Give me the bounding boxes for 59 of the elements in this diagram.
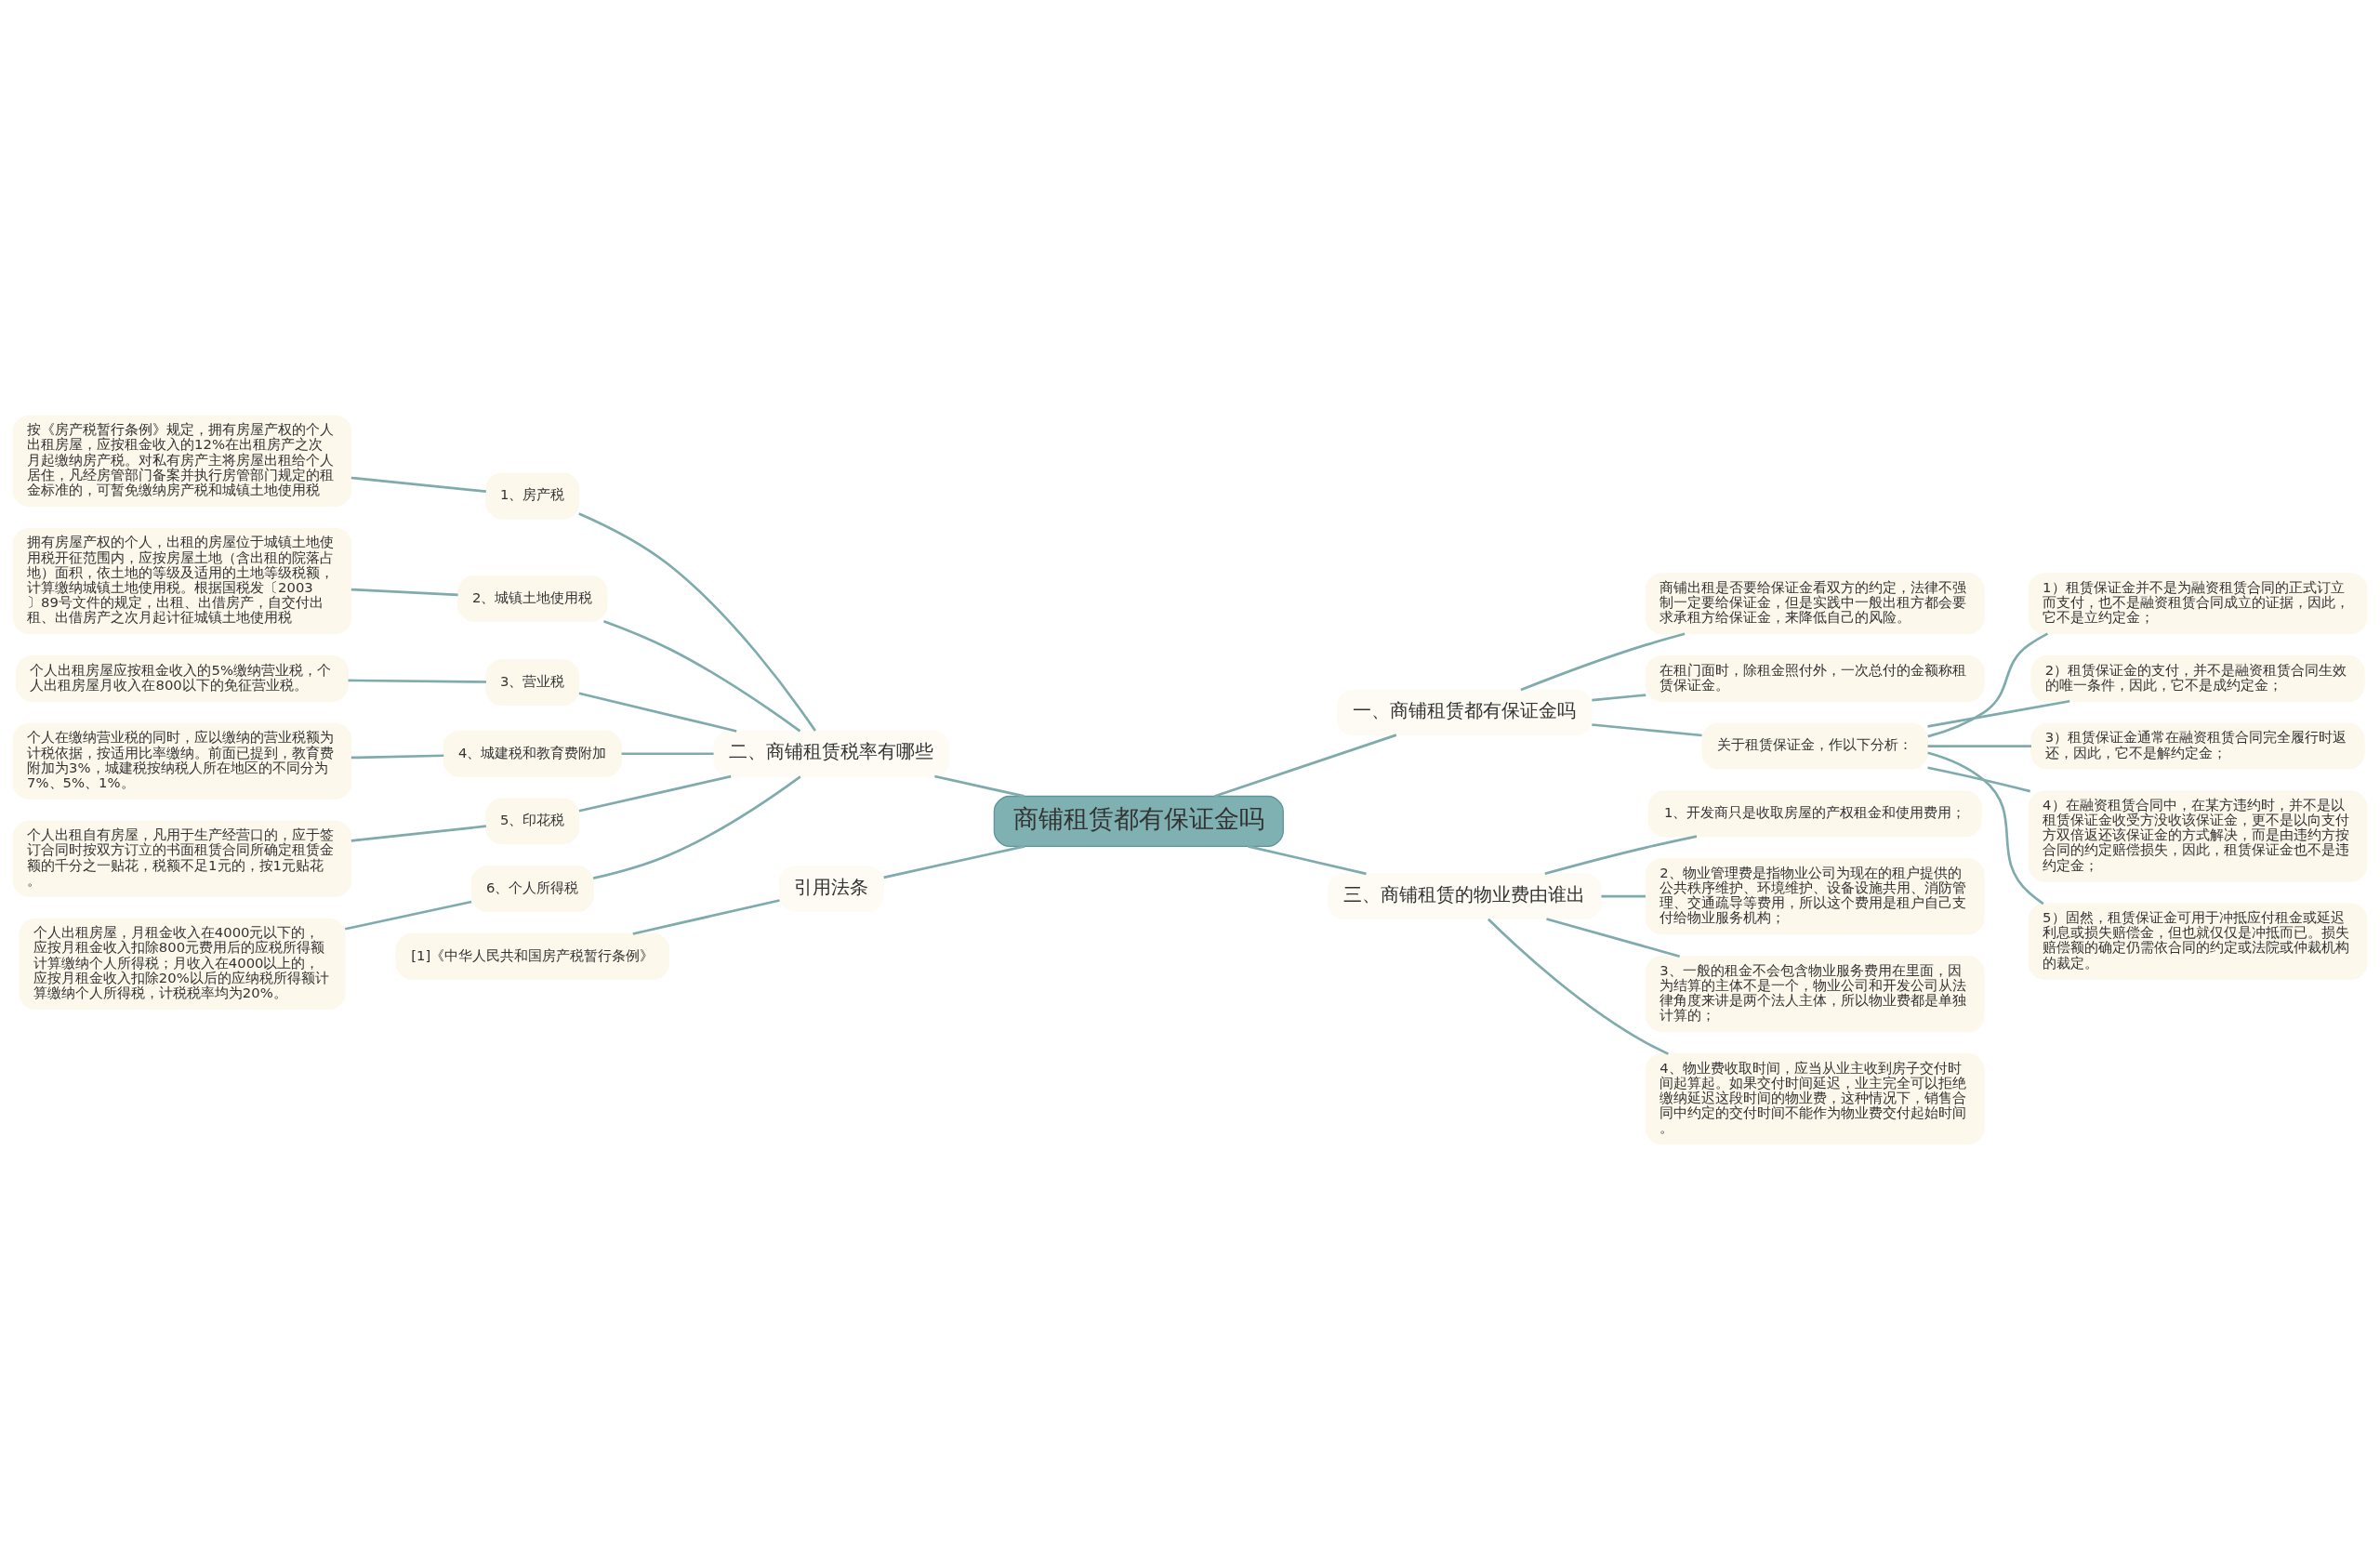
node-box: 个人出租自有房屋，凡用于生产经营口的，应于签订合同时按双方订立的书面租赁合同所确定租赁金额的千分之一贴花，税额不足1元的，按1元贴花。 — [12, 820, 352, 897]
connector — [934, 774, 1025, 798]
connector — [1544, 835, 1698, 876]
node-box: 5）固然，租赁保证金可用于冲抵应付租金或延迟利息或损失赔偿金，但也就仅仅是冲抵而已。损失赔偿额的确定仍需依合同的约定或法院或仲裁机构的裁定。 — [2028, 903, 2368, 980]
connector — [350, 825, 486, 842]
node-box: 5、印花税 — [485, 798, 580, 845]
connector — [602, 619, 801, 733]
connector — [592, 775, 801, 879]
connector — [1488, 918, 1669, 1055]
connector — [1927, 766, 2031, 793]
connector — [1592, 694, 1646, 702]
node-box: 3、一般的租金不会包含物业服务费用在里面，因为结算的主体不是一个，物业公司和开发公司从法律角度来讲是两个法人主体，所以物业费都是单独计算的； — [1645, 956, 1985, 1033]
node-box: 个人在缴纳营业税的同时，应以缴纳的营业税额为计税依据，按适用比率缴纳。前面已提到，教育费附加为3%，城建税按纳税人所在地区的不同分为7%、5%、1%。 — [12, 722, 352, 800]
node-box: 3）租赁保证金通常在融资租赁合同完全履行时返还，因此，它不是解约定金； — [2030, 722, 2365, 770]
connector — [350, 588, 458, 597]
connector — [578, 692, 737, 733]
node-box: 个人出租房屋应按租金收入的5%缴纳营业税，个人出租房屋月收入在800以下的免征营业税。 — [16, 655, 349, 702]
connector — [348, 679, 486, 683]
connector — [1927, 751, 2044, 906]
node-box: 1、房产税 — [485, 472, 580, 520]
node-box: 2）租赁保证金的支付，并不是融资租赁合同生效的唯一条件，因此，它不是成约定金； — [2030, 655, 2365, 702]
node-box: [1]《中华人民共和国房产税暂行条例》 — [395, 932, 670, 980]
connector — [578, 512, 816, 732]
node-box: 商铺出租是否要给保证金看双方的约定，法律不强制一定要给保证金，但是实践中一般出租方都会要求承租方给保证金，来降低自己的风险。 — [1645, 573, 1985, 635]
connector — [350, 754, 444, 760]
node-box: 三、商铺租赁的物业费由谁出 — [1328, 873, 1602, 920]
connector — [1927, 632, 2049, 738]
connector — [344, 900, 472, 931]
connector — [1248, 845, 1367, 876]
node-box: 2、物业管理费是指物业公司为现在的租户提供的公共秩序维护、环境维护、设备设施共用、消防管理、交通疏导等费用，所以这个费用是租户自己支付给物业服务机构； — [1645, 858, 1985, 935]
node-box: 商铺租赁都有保证金吗 — [993, 795, 1284, 847]
connector — [1592, 723, 1702, 737]
connector — [632, 899, 780, 935]
node-box: 4、物业费收取时间，应当从业主收到房子交付时间起算起。如果交付时间延迟，业主完全可以拒绝缴纳延迟这段时间的物业费，这种情况下，销售合同中约定的交付时间不能作为物业费交付起始时间。 — [1645, 1053, 1985, 1145]
connector — [621, 752, 714, 756]
connector — [1546, 918, 1681, 958]
node-box: 3、营业税 — [485, 659, 580, 706]
connector — [350, 476, 486, 493]
node-box: 4）在融资租赁合同中，在某方违约时，并不是以租赁保证金收受方没收该保证金，更不是以向支付方双倍返还该保证金的方式解决，而是由违约方按合同的约定赔偿损失，因此，租赁保证金也不是违约定金； — [2028, 790, 2368, 882]
connector — [578, 774, 732, 813]
connector — [1601, 894, 1646, 898]
connector — [1927, 699, 2070, 728]
node-box: 二、商铺租赁税率有哪些 — [713, 730, 950, 777]
connector — [1214, 734, 1397, 798]
connector — [1927, 745, 2031, 747]
node-box: 4、城建税和教育费附加 — [443, 730, 623, 777]
node-box: 6、个人所得税 — [470, 866, 594, 912]
node-box: 在租门面时，除租金照付外，一次总付的金额称租赁保证金。 — [1645, 655, 1985, 702]
node-box: 1、开发商只是收取房屋的产权租金和使用费用； — [1647, 790, 1982, 838]
node-box: 1）租赁保证金并不是为融资租赁合同的正式订立而支付，也不是融资租赁合同成立的证据，因此，它不是立约定金； — [2028, 573, 2368, 635]
node-box: 关于租赁保证金，作以下分析： — [1701, 722, 1928, 770]
node-box: 引用法条 — [778, 866, 884, 912]
connector — [1520, 632, 1686, 692]
node-box: 2、城镇土地使用税 — [457, 575, 608, 622]
node-box: 拥有房屋产权的个人，出租的房屋位于城镇土地使用税开征范围内，应按房屋土地（含出租的院落占地）面积，依土地的等级及适用的土地等级税额，计算缴纳城镇土地使用税。根据国税发〔2003〕89号文件的规定，出租、出借房产，自交付出租、出借房产之次月起计征城镇土地使用税 — [12, 527, 352, 635]
connector — [883, 845, 1025, 879]
node-box: 按《房产税暂行条例》规定，拥有房屋产权的个人出租房屋，应按租金收入的12%在出租房产之次月起缴纳房产税。对私有房产主将房屋出租给个人居住，凡经房管部门备案并执行房管部门规定的租金标准的，可暂免缴纳房产税和城镇土地使用税 — [12, 415, 352, 507]
node-box: 一、商铺租赁都有保证金吗 — [1337, 689, 1593, 736]
node-box: 个人出租房屋，月租金收入在4000元以下的，应按月租金收入扣除800元费用后的应税所得额计算缴纳个人所得税；月收入在4000以上的，应按月租金收入扣除20%以后的应纳税所得额计算缴纳个人所得税，计税税率均为20%。 — [19, 918, 346, 1010]
